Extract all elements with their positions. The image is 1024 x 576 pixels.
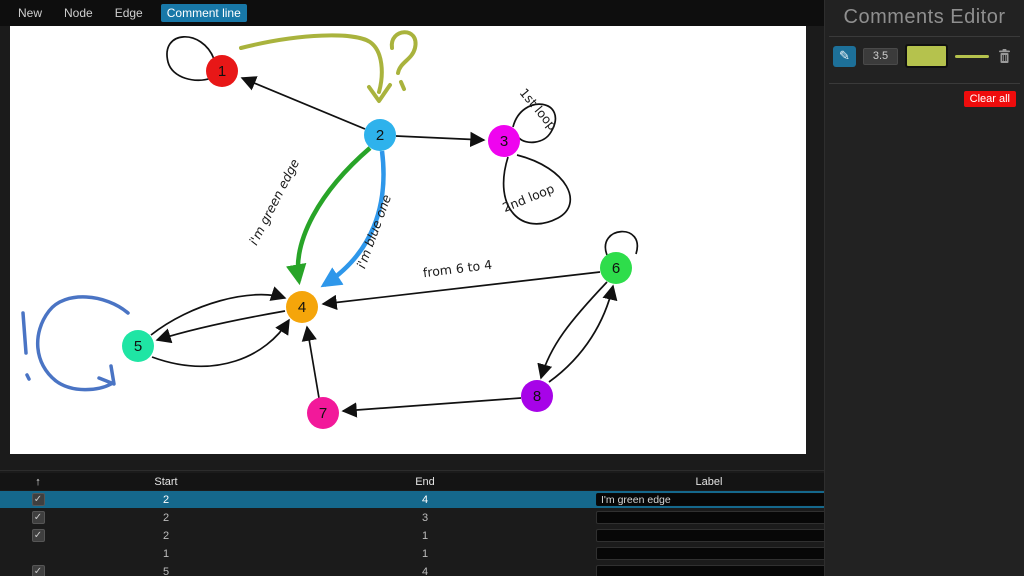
- menubar: New Node Edge Comment line: [0, 0, 824, 26]
- end-column-header[interactable]: End: [415, 475, 435, 488]
- edge-label-input[interactable]: [596, 529, 824, 542]
- node-7-label: 7: [319, 405, 327, 422]
- node-3[interactable]: 3: [488, 125, 520, 157]
- graph-svg: i'm green edge i'm blue one from 6 to 4 …: [21, 30, 639, 429]
- edge-label-input[interactable]: [596, 493, 824, 506]
- edge-label-green: i'm green edge: [246, 156, 302, 247]
- sidebar-divider-bottom: [829, 83, 1020, 84]
- edge-3-3-first-loop[interactable]: [512, 103, 557, 144]
- line-thickness-input[interactable]: [863, 47, 898, 65]
- edge-3-3-second-loop[interactable]: [502, 154, 572, 225]
- edge-label-input[interactable]: [596, 565, 824, 576]
- label-column-header[interactable]: Label: [695, 475, 723, 488]
- edge-4-5[interactable]: [155, 310, 286, 344]
- edge-table: ↑ Start End Label ✓ 2 4 ✓ 2 3 ✓ 2 1 1 1: [0, 470, 824, 576]
- edge-7-4[interactable]: [301, 325, 320, 399]
- edge-5-4-top[interactable]: [150, 286, 287, 336]
- node-6[interactable]: 6: [600, 252, 632, 284]
- node-4[interactable]: 4: [286, 291, 318, 323]
- table-row[interactable]: ✓ 2 3: [0, 509, 824, 526]
- edge-6-6-selfloop[interactable]: [604, 230, 639, 256]
- sidebar-divider-top: [829, 36, 1020, 37]
- clear-all-row: Clear all: [825, 84, 1024, 107]
- edge-end-cell: 1: [421, 547, 429, 560]
- graph-canvas[interactable]: i'm green edge i'm blue one from 6 to 4 …: [10, 26, 806, 454]
- node-8-label: 8: [533, 388, 541, 405]
- edge-enabled-checkbox[interactable]: ✓: [31, 565, 45, 576]
- table-row[interactable]: ✓ 2 4: [0, 491, 824, 508]
- table-row[interactable]: ✓ 2 1: [0, 527, 824, 544]
- comments-editor-sidebar: Comments Editor ✎ Clear all: [824, 0, 1024, 576]
- start-column-header[interactable]: Start: [154, 475, 178, 488]
- pencil-tool-button[interactable]: ✎: [833, 45, 856, 67]
- edge-1-1-selfloop[interactable]: [166, 36, 215, 82]
- comment-color-swatch[interactable]: [905, 44, 948, 68]
- comment-blue-exclamation[interactable]: [21, 311, 31, 381]
- clear-all-button[interactable]: Clear all: [963, 91, 1016, 107]
- comment-blue-loop-arrow[interactable]: [36, 295, 130, 392]
- edge-start-cell: 1: [162, 547, 170, 560]
- node-2[interactable]: 2: [364, 119, 396, 151]
- edge-6-4[interactable]: [321, 271, 601, 311]
- node-5[interactable]: 5: [122, 330, 154, 362]
- sidebar-title: Comments Editor: [843, 6, 1006, 28]
- edge-2-4-blue[interactable]: [320, 150, 386, 288]
- sort-column-header[interactable]: ↑: [0, 476, 76, 488]
- node-1-label: 1: [218, 63, 226, 80]
- edge-end-cell: 4: [421, 493, 429, 506]
- node-7[interactable]: 7: [307, 397, 339, 429]
- node-2-label: 2: [376, 127, 384, 144]
- node-8[interactable]: 8: [521, 380, 553, 412]
- edge-table-header: ↑ Start End Label: [0, 473, 824, 490]
- edge-label-blue: i'm blue one: [353, 192, 394, 270]
- node-4-label: 4: [298, 299, 306, 316]
- edge-label-2nd-loop: 2nd loop: [500, 181, 556, 215]
- line-style-preview: [955, 54, 989, 58]
- node-3-label: 3: [500, 133, 508, 150]
- edge-5-4-bottom[interactable]: [151, 318, 290, 367]
- comment-olive-arrow[interactable]: [239, 33, 392, 103]
- edge-end-cell: 1: [421, 529, 429, 542]
- edge-enabled-checkbox[interactable]: ✓: [31, 493, 45, 506]
- edge-end-cell: 4: [421, 565, 429, 576]
- menu-item-edge[interactable]: Edge: [114, 6, 143, 20]
- node-6-label: 6: [612, 260, 620, 277]
- edge-start-cell: 2: [162, 493, 170, 506]
- menu-item-new[interactable]: New: [18, 6, 43, 20]
- table-row[interactable]: ✓ 5 4: [0, 563, 824, 576]
- edge-label-from-6-to-4: from 6 to 4: [422, 257, 493, 280]
- menu-item-node[interactable]: Node: [64, 6, 93, 20]
- edge-2-3[interactable]: [395, 131, 486, 148]
- edge-enabled-checkbox[interactable]: ✓: [31, 529, 45, 542]
- menu-item-comment-line[interactable]: Comment line: [160, 4, 247, 22]
- comment-olive-question-mark[interactable]: [389, 30, 418, 91]
- edge-start-cell: 5: [162, 565, 170, 576]
- edge-end-cell: 3: [421, 511, 429, 524]
- comment-tools-row: ✎: [825, 37, 1024, 76]
- pencil-icon: ✎: [839, 48, 850, 63]
- trash-icon: [998, 48, 1010, 63]
- edge-start-cell: 2: [162, 529, 170, 542]
- edge-8-6[interactable]: [548, 284, 618, 383]
- edge-2-1[interactable]: [240, 76, 366, 130]
- edge-label-input[interactable]: [596, 547, 824, 560]
- edge-6-8[interactable]: [537, 281, 608, 380]
- edge-8-7[interactable]: [341, 397, 522, 418]
- table-row[interactable]: 1 1: [0, 545, 824, 562]
- delete-comment-button[interactable]: [996, 48, 1012, 64]
- node-5-label: 5: [134, 338, 142, 355]
- edge-enabled-checkbox[interactable]: ✓: [31, 511, 45, 524]
- node-1[interactable]: 1: [206, 55, 238, 87]
- sort-up-icon: ↑: [35, 475, 41, 488]
- edge-label-input[interactable]: [596, 511, 824, 524]
- edge-2-4-green[interactable]: [285, 146, 372, 286]
- edge-start-cell: 2: [162, 511, 170, 524]
